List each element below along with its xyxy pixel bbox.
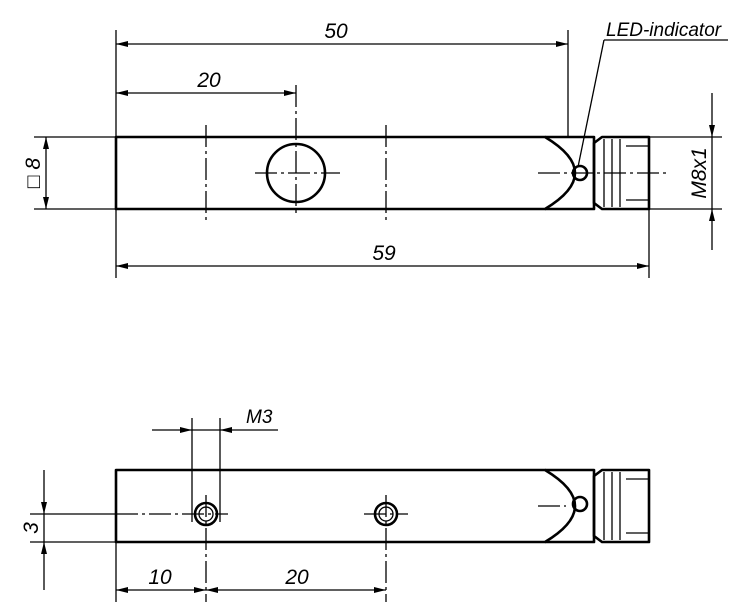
sensor-body-side bbox=[114, 468, 577, 544]
led-window-side bbox=[571, 495, 589, 513]
side-view: M3 3 10 20 bbox=[20, 407, 651, 602]
sensor-body-top bbox=[114, 135, 577, 211]
dim-label-m3: M3 bbox=[246, 407, 273, 428]
top-view: 50 20 59 □ 8 M8x1 LED-indicator bbox=[22, 20, 728, 278]
dim-label-3: 3 bbox=[20, 522, 43, 534]
dim-label-10: 10 bbox=[148, 566, 172, 589]
connector-side bbox=[592, 468, 651, 544]
dim-label-20-top: 20 bbox=[196, 69, 221, 92]
dim-label-square-8: □ 8 bbox=[22, 158, 45, 189]
dim-label-m8x1: M8x1 bbox=[688, 147, 711, 198]
dim-label-50: 50 bbox=[324, 20, 348, 43]
led-indicator-label: LED-indicator bbox=[606, 20, 722, 41]
led-leader-line bbox=[577, 39, 605, 168]
dim-label-20-bottom: 20 bbox=[284, 566, 309, 589]
dim-label-59: 59 bbox=[372, 242, 396, 265]
